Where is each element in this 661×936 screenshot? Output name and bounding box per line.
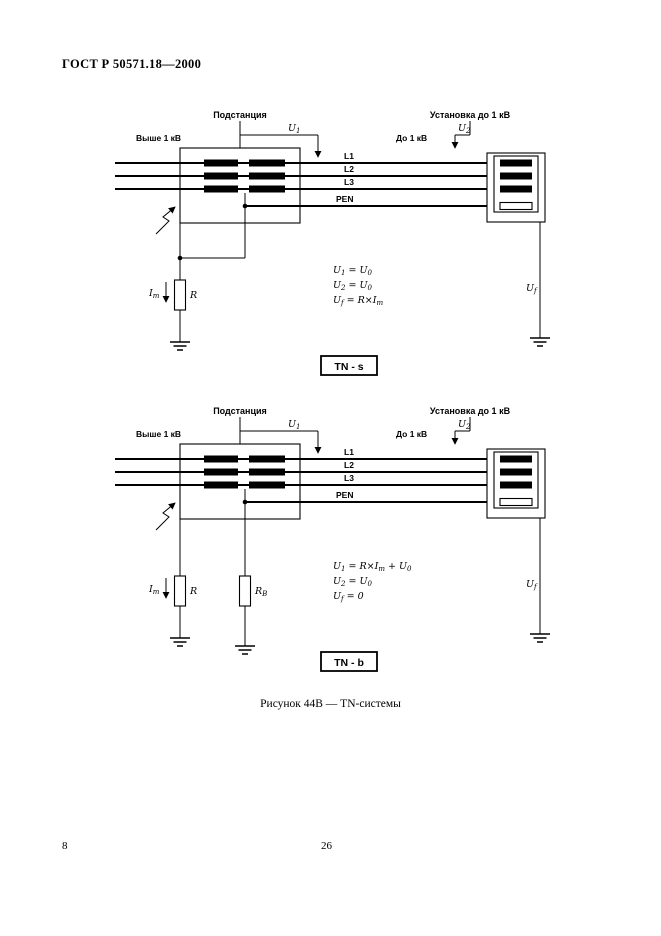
diagram-tn-b: Подстанция Установка до 1 кВ U1 U2 Выше … (115, 406, 551, 672)
formula-1: U1 = R×Im + U0 (333, 561, 412, 573)
rb-label: RB (254, 586, 267, 598)
r-label: R (189, 290, 197, 301)
installation-ground (529, 633, 551, 643)
hv-label: Выше 1 кВ (136, 429, 181, 439)
fault-current-arrow (155, 206, 176, 235)
u1-label: U1 (288, 123, 300, 135)
formula-1: U1 = U0 (333, 265, 373, 277)
u2-voltage-arrow (451, 430, 470, 445)
rb-ground (234, 645, 256, 655)
neutral-earthing (169, 206, 246, 351)
line-label-l2: L2 (344, 460, 354, 470)
installation-ground (529, 337, 551, 347)
formulas-tn-s: U1 = U0 U2 = U0 Uf = R×Im (333, 265, 383, 307)
u1-label: U1 (288, 419, 300, 431)
system-type-badge-tn-s: TN - s (320, 355, 378, 376)
u2-label: U2 (458, 123, 471, 135)
page-number-left: 8 (62, 840, 68, 852)
figure-caption: Рисунок 44В — TN-системы (260, 698, 401, 710)
u1-voltage-arrow (240, 430, 322, 454)
phase-lines (115, 458, 487, 503)
installation-box (486, 448, 546, 519)
system-type-label: TN - b (334, 657, 364, 669)
line-label-pen: PEN (336, 194, 353, 204)
formula-3: Uf = 0 (333, 591, 364, 603)
r-label: R (189, 586, 197, 597)
pen-terminal (499, 201, 533, 211)
formulas-tn-b: U1 = R×Im + U0 U2 = U0 Uf = 0 (333, 561, 412, 603)
phase-lines (115, 162, 487, 207)
lv-label: До 1 кВ (396, 133, 427, 143)
substation-ground (169, 637, 191, 647)
document-header: ГОСТ Р 50571.18—2000 (62, 57, 202, 71)
installation-earthing (529, 518, 551, 643)
earthing-resistor (173, 279, 187, 311)
line-label-l1: L1 (344, 151, 354, 161)
line-label-l1: L1 (344, 447, 354, 457)
im-label: Im (148, 288, 160, 300)
uf-label: Uf (526, 579, 538, 591)
system-type-label: TN - s (334, 361, 363, 373)
lv-label: До 1 кВ (396, 429, 427, 439)
uf-label: Uf (526, 283, 538, 295)
diagram-tn-s: Подстанция Установка до 1 кВ U1 U2 Выше … (115, 110, 551, 376)
line-label-l3: L3 (344, 177, 354, 187)
pen-terminal (499, 497, 533, 507)
transformer (179, 443, 301, 520)
u2-label: U2 (458, 419, 471, 431)
formula-3: Uf = R×Im (333, 295, 383, 307)
hv-label: Выше 1 кВ (136, 133, 181, 143)
substation-label: Подстанция (213, 110, 267, 120)
page-number-center: 26 (321, 840, 332, 852)
formula-2: U2 = U0 (333, 576, 373, 588)
installation-label: Установка до 1 кВ (430, 406, 511, 416)
line-label-pen: PEN (336, 490, 353, 500)
installation-box (486, 152, 546, 223)
frame-earthing (169, 519, 191, 647)
line-label-l2: L2 (344, 164, 354, 174)
formula-2: U2 = U0 (333, 280, 373, 292)
installation-earthing (529, 222, 551, 347)
im-label: Im (148, 584, 160, 596)
fault-current-arrow (155, 502, 176, 531)
substation-label: Подстанция (213, 406, 267, 416)
system-type-badge-tn-b: TN - b (320, 651, 378, 672)
installation-label: Установка до 1 кВ (430, 110, 511, 120)
u2-voltage-arrow (451, 134, 470, 149)
substation-ground (169, 341, 191, 351)
transformer (179, 147, 301, 224)
line-label-l3: L3 (344, 473, 354, 483)
u1-voltage-arrow (240, 134, 322, 158)
rb-resistor (238, 575, 252, 607)
earthing-resistor (173, 575, 187, 607)
neutral-earthing-rb (234, 502, 256, 655)
